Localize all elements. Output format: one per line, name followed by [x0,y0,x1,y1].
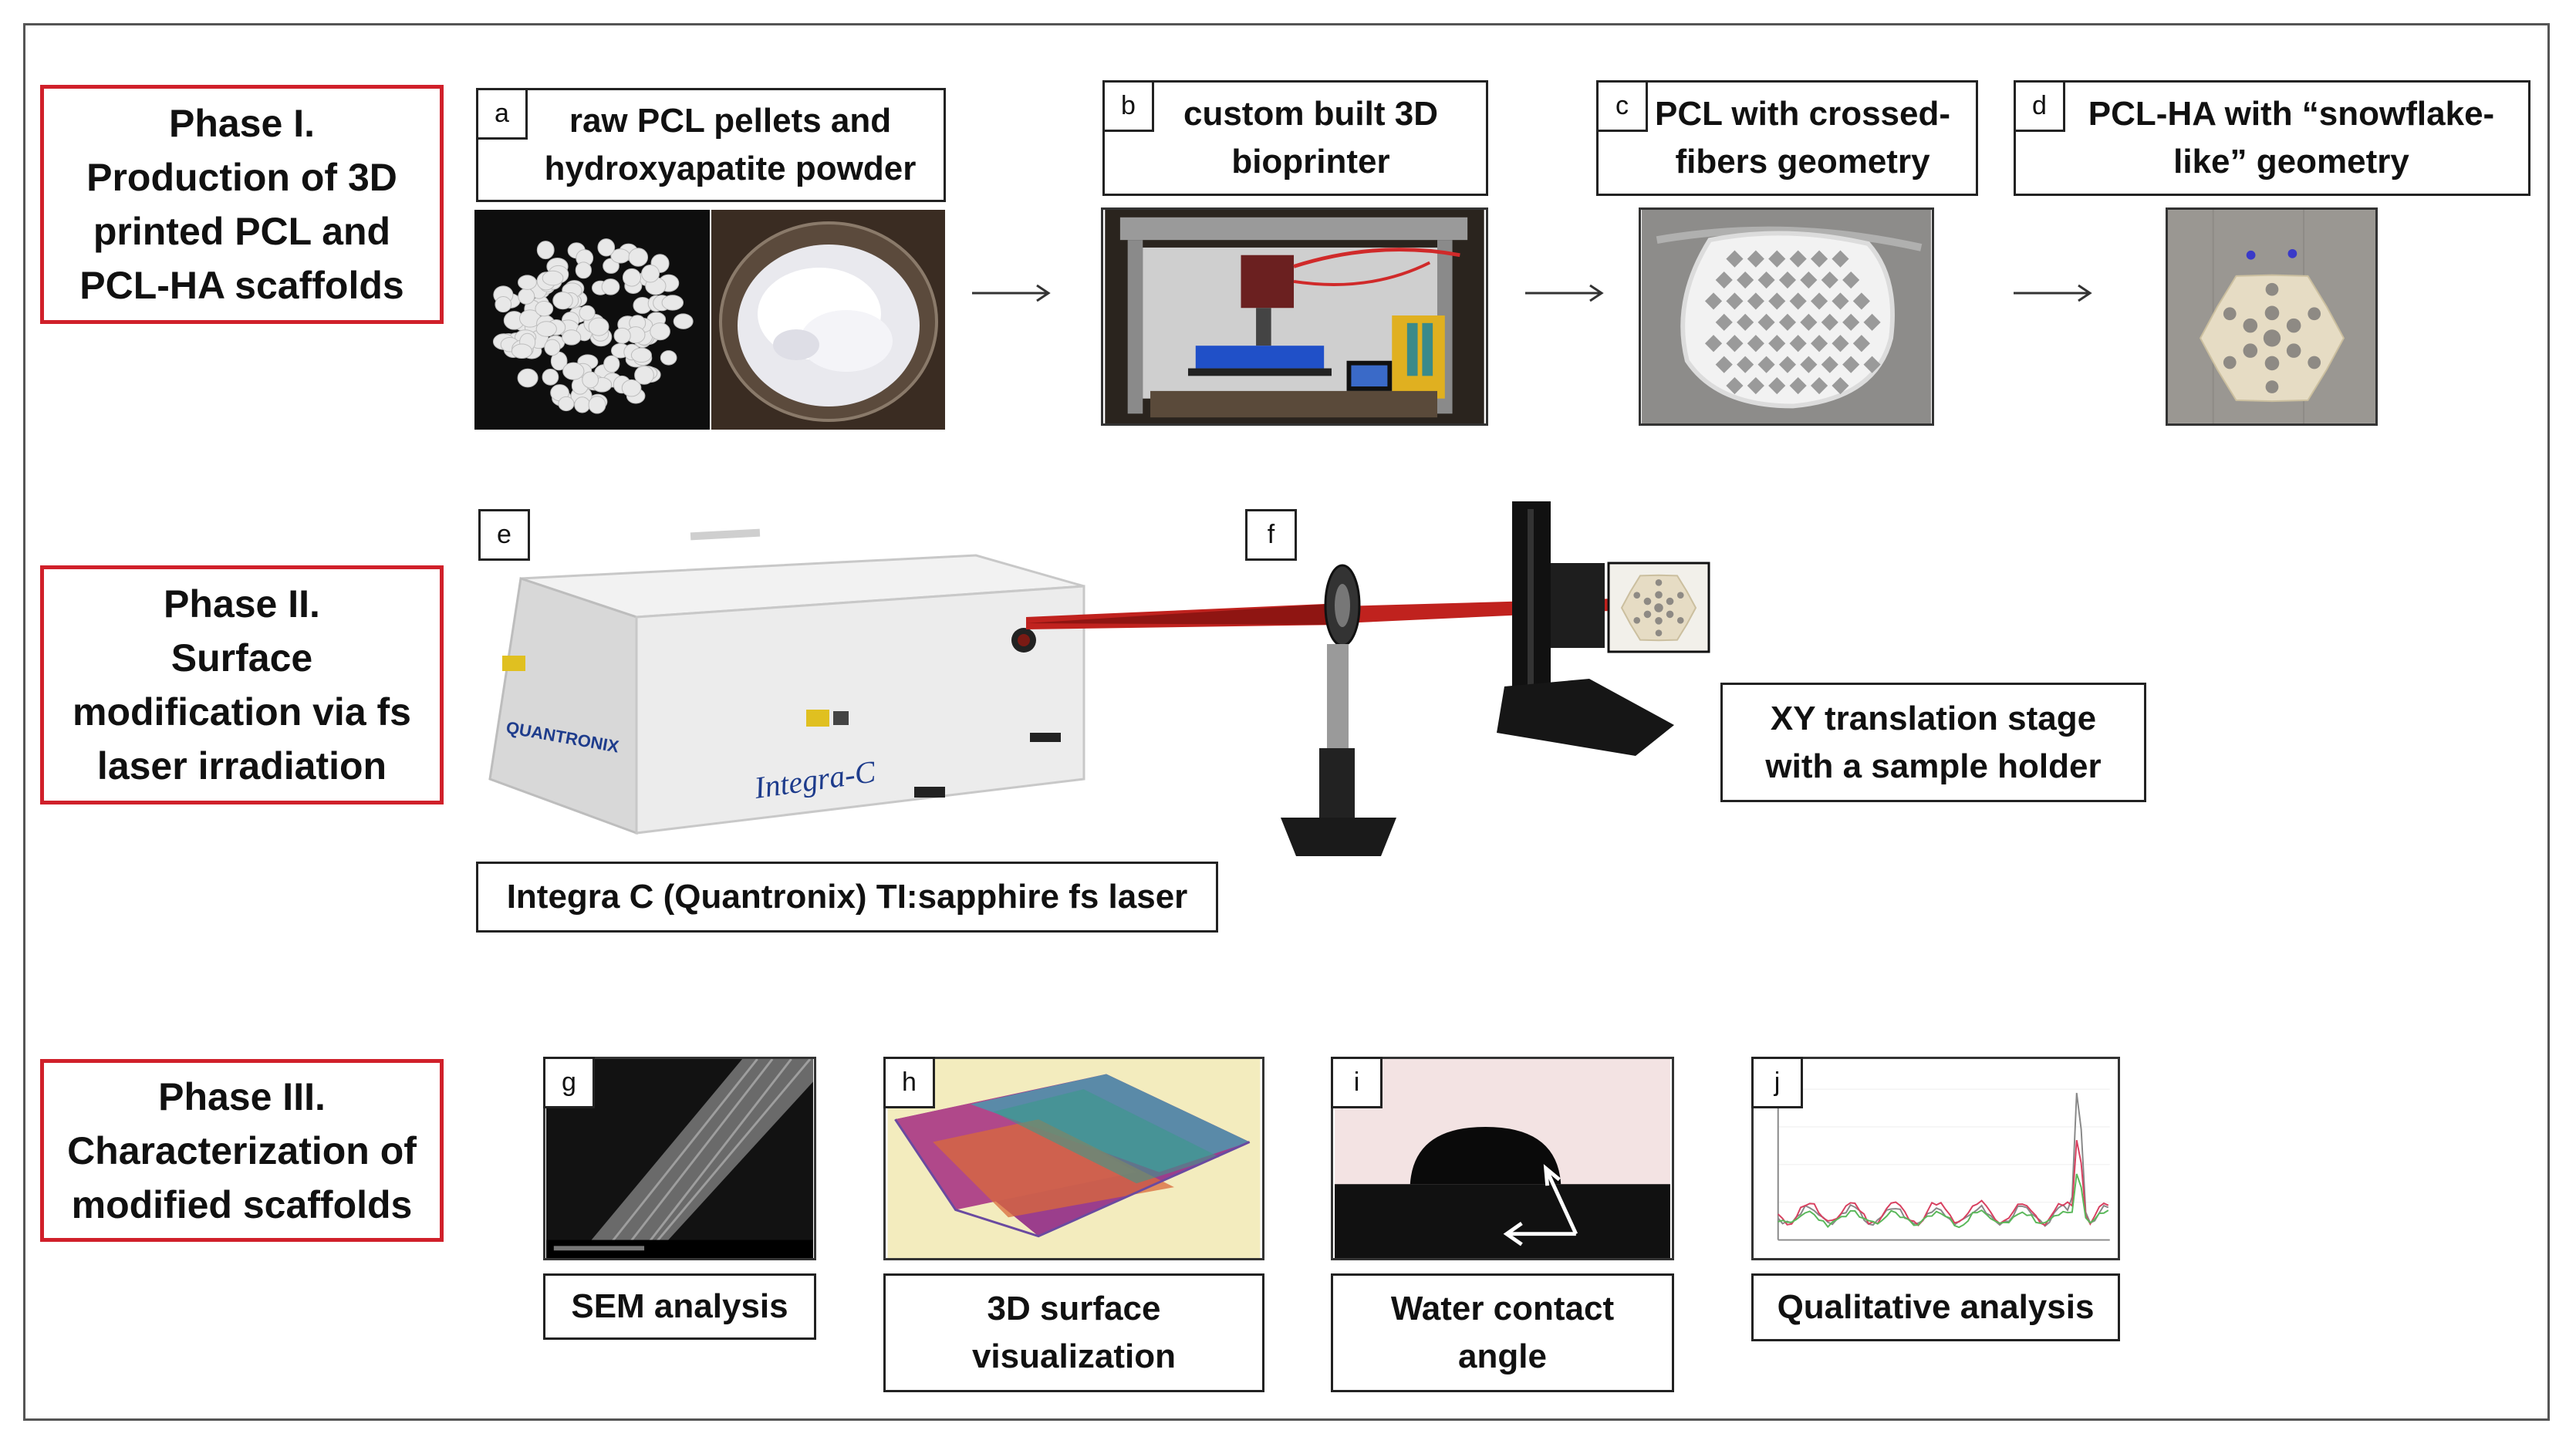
xy-translation-stage [1497,501,1710,756]
panel-b-photo-bioprinter [1101,207,1488,426]
panel-d-caption: PCL-HA with “snowflake- like” geometry [2014,80,2530,196]
panel-h-letter: h [883,1057,935,1108]
figure-frame [23,23,2550,1421]
panel-f-letter: f [1245,509,1297,561]
panel-a-photo-powder [711,210,945,430]
panel-j-spectrum-chart [1751,1057,2120,1260]
panel-d-letter: d [2014,80,2065,132]
lens-mount [1281,564,1396,856]
panel-i-contact-angle-image [1331,1057,1674,1260]
panel-a-letter: a [476,88,528,140]
panel-d-photo-snowflake-scaffold [2166,207,2378,426]
panel-c-caption: PCL with crossed- fibers geometry [1596,80,1978,196]
panel-h-3d-surface-plot [883,1057,1264,1260]
panel-e-caption: Integra C (Quantronix) TI:sapphire fs la… [476,862,1218,933]
panel-g-letter: g [543,1057,595,1108]
panel-j-letter: j [1751,1057,1803,1108]
phase-3-box: Phase III. Characterization of modified … [40,1059,444,1242]
panel-a-caption: raw PCL pellets and hydroxyapatite powde… [476,88,946,202]
panel-b-caption: custom built 3D bioprinter [1102,80,1488,196]
panel-i-caption: Water contact angle [1331,1273,1674,1392]
panel-g-sem-image [543,1057,816,1260]
panel-i-letter: i [1331,1057,1383,1108]
arrow-c-to-d [2014,284,2092,302]
panel-c-letter: c [1596,80,1648,132]
panel-a-photo-pellets [474,210,710,430]
panel-e-letter: e [478,509,530,561]
panel-g-caption: SEM analysis [543,1273,816,1340]
panel-b-letter: b [1102,80,1154,132]
arrow-a-to-b [972,284,1051,302]
panel-e-laser-device: QUANTRONIX Integra-C [488,528,1085,835]
arrow-b-to-c [1525,284,1604,302]
panel-j-caption: Qualitative analysis [1751,1273,2120,1341]
phase-2-box: Phase II. Surface modification via fs la… [40,565,444,804]
panel-f-caption: XY translation stage with a sample holde… [1720,683,2146,802]
phase-1-box: Phase I. Production of 3D printed PCL an… [40,85,444,324]
panel-h-caption: 3D surface visualization [883,1273,1264,1392]
panel-c-photo-crossed-fibers-scaffold [1639,207,1934,426]
